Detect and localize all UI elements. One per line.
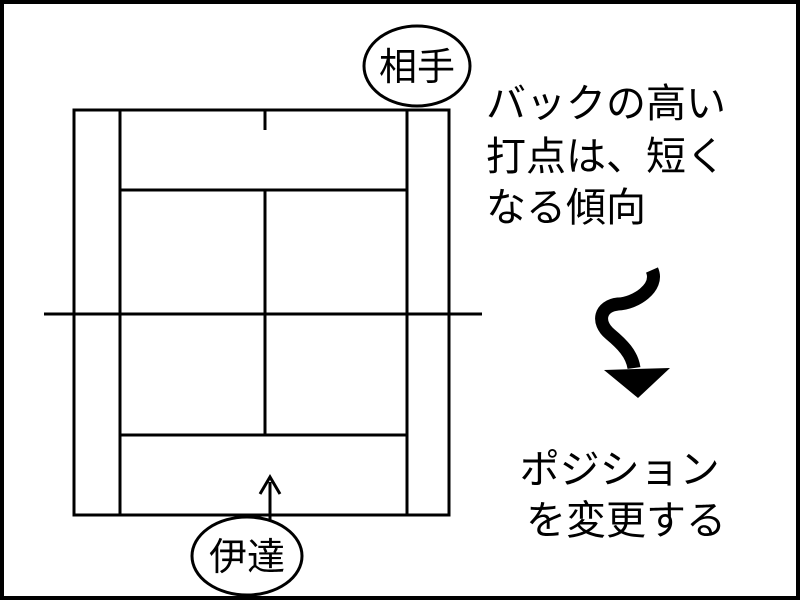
note-top: バックの高い 打点は、短く なる傾向 [486,81,739,231]
note-top-line-3: なる傾向 [486,185,646,231]
player-marker: 伊達 [190,474,304,597]
note-bottom: ポジション を変更する [520,447,733,544]
court-diagram: 相手 伊達 バックの高い 打点は、短く なる傾向 ポジション を変更する [44,24,739,597]
opponent-ellipse [362,24,472,108]
player-ellipse [190,515,304,597]
note-bottom-line-2: を変更する [526,498,726,544]
squiggle-arrow [595,267,670,398]
tennis-court [44,108,482,517]
squiggle-arrow-body [595,267,660,370]
note-top-line-2: 打点は、短く [486,134,726,180]
player-label: 伊達 [209,535,285,579]
opponent-marker: 相手 [362,24,472,108]
opponent-label: 相手 [379,45,455,89]
player-arrow-head [258,474,282,495]
note-top-line-1: バックの高い [486,81,726,127]
note-bottom-line-1: ポジション [520,447,720,493]
squiggle-arrow-head [604,368,670,398]
